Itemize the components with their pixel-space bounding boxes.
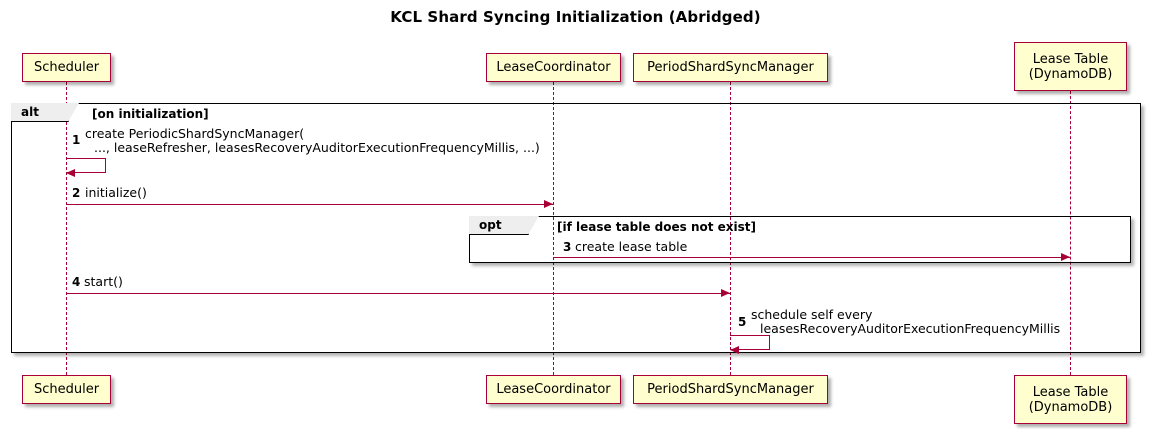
participant-periodshardsyncmanager-bottom[interactable]: PeriodShardSyncManager — [633, 375, 828, 404]
message-1-self-call-loop — [66, 158, 106, 173]
message-5-text-line1: schedule self every — [751, 307, 873, 322]
lifeline-scheduler — [66, 82, 67, 375]
message-2-text: initialize() — [85, 186, 147, 200]
participant-label: PeriodShardSyncManager — [647, 382, 814, 397]
message-5-text-line2: leasesRecoveryAuditorExecutionFrequencyM… — [760, 321, 1061, 336]
participant-periodshardsyncmanager-top[interactable]: PeriodShardSyncManager — [633, 53, 828, 82]
opt-frame-label: opt — [469, 216, 539, 235]
lifeline-periodshardsyncmanager — [730, 82, 731, 375]
message-4-arrowhead — [721, 288, 730, 297]
message-3-arrowhead — [1061, 252, 1070, 261]
message-1-text-line1: create PeriodicShardSyncManager( — [85, 126, 305, 141]
message-2-arrowhead — [544, 199, 553, 208]
participant-scheduler-top[interactable]: Scheduler — [22, 53, 111, 82]
message-2-text-line1: initialize() — [85, 185, 147, 200]
participant-leasetable-top[interactable]: Lease Table (DynamoDB) — [1014, 42, 1127, 91]
participant-label-line2: (DynamoDB) — [1028, 66, 1113, 82]
participant-scheduler-bottom[interactable]: Scheduler — [22, 375, 111, 404]
alt-frame-guard: [on initialization] — [92, 107, 209, 121]
participant-label-line1: Lease Table — [1032, 384, 1109, 400]
message-5-arrowhead — [730, 345, 739, 354]
message-4-line — [66, 293, 730, 294]
participant-label: LeaseCoordinator — [496, 60, 611, 75]
alt-frame-label: alt — [11, 103, 79, 122]
message-2-number: 2 — [72, 186, 81, 200]
participant-leasecoordinator-top[interactable]: LeaseCoordinator — [486, 53, 621, 82]
opt-frame-guard: [if lease table does not exist] — [557, 220, 757, 234]
alt-frame — [11, 103, 1141, 353]
message-2-line — [66, 204, 553, 205]
message-5-self-call-loop — [730, 335, 770, 350]
message-4-number: 4 — [72, 275, 81, 289]
message-3-number: 3 — [563, 240, 572, 254]
message-3-text: create lease table — [575, 240, 687, 254]
message-1-text-line2: ..., leaseRefresher, leasesRecoveryAudit… — [94, 140, 540, 155]
message-4-text: start() — [84, 275, 123, 289]
message-4-text-line1: start() — [84, 274, 123, 289]
message-3-text-line1: create lease table — [575, 239, 688, 254]
participant-label: Scheduler — [33, 60, 100, 75]
message-1-number: 1 — [72, 133, 81, 147]
page-title: KCL Shard Syncing Initialization (Abridg… — [390, 8, 761, 26]
participant-label-line2: (DynamoDB) — [1028, 399, 1113, 415]
opt-frame — [469, 216, 1131, 263]
message-3-line — [553, 257, 1070, 258]
lifeline-leasecoordinator — [553, 82, 554, 375]
participant-label: Scheduler — [33, 382, 100, 397]
participant-label: LeaseCoordinator — [496, 382, 611, 397]
participant-label: PeriodShardSyncManager — [647, 60, 814, 75]
participant-leasecoordinator-bottom[interactable]: LeaseCoordinator — [486, 375, 621, 404]
participant-label-line1: Lease Table — [1032, 51, 1109, 67]
message-1-arrowhead — [66, 168, 75, 177]
message-5-number: 5 — [738, 315, 747, 329]
lifeline-leasetable — [1070, 91, 1071, 375]
participant-leasetable-bottom[interactable]: Lease Table (DynamoDB) — [1014, 375, 1127, 424]
message-5-text: schedule self every leasesRecoveryAudito… — [751, 308, 1060, 336]
message-1-text: create PeriodicShardSyncManager( ..., le… — [85, 127, 540, 155]
